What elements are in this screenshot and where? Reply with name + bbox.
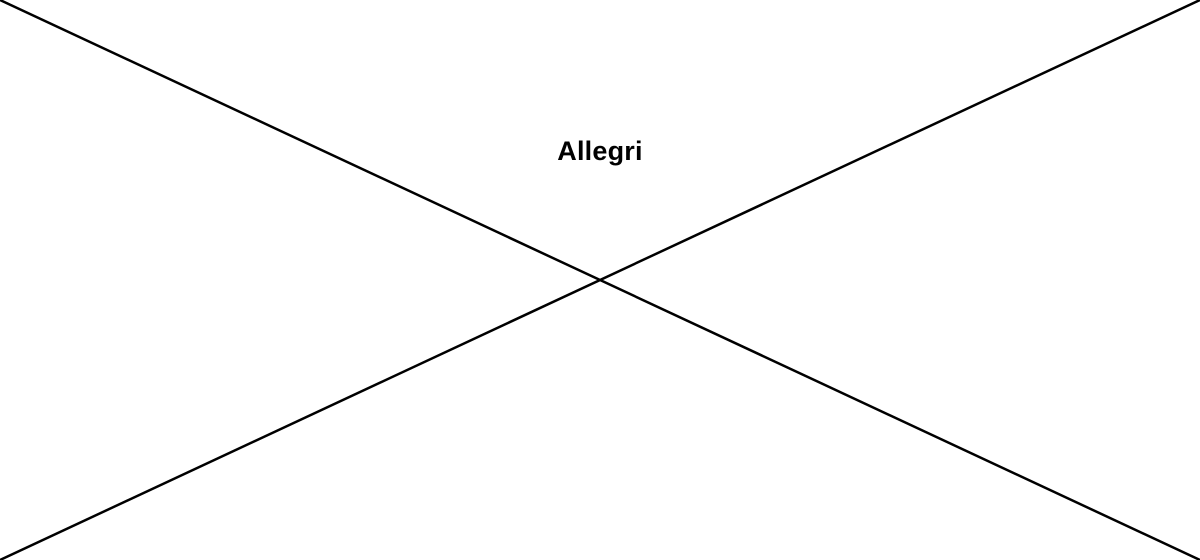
placeholder-label: Allegri — [557, 136, 643, 166]
